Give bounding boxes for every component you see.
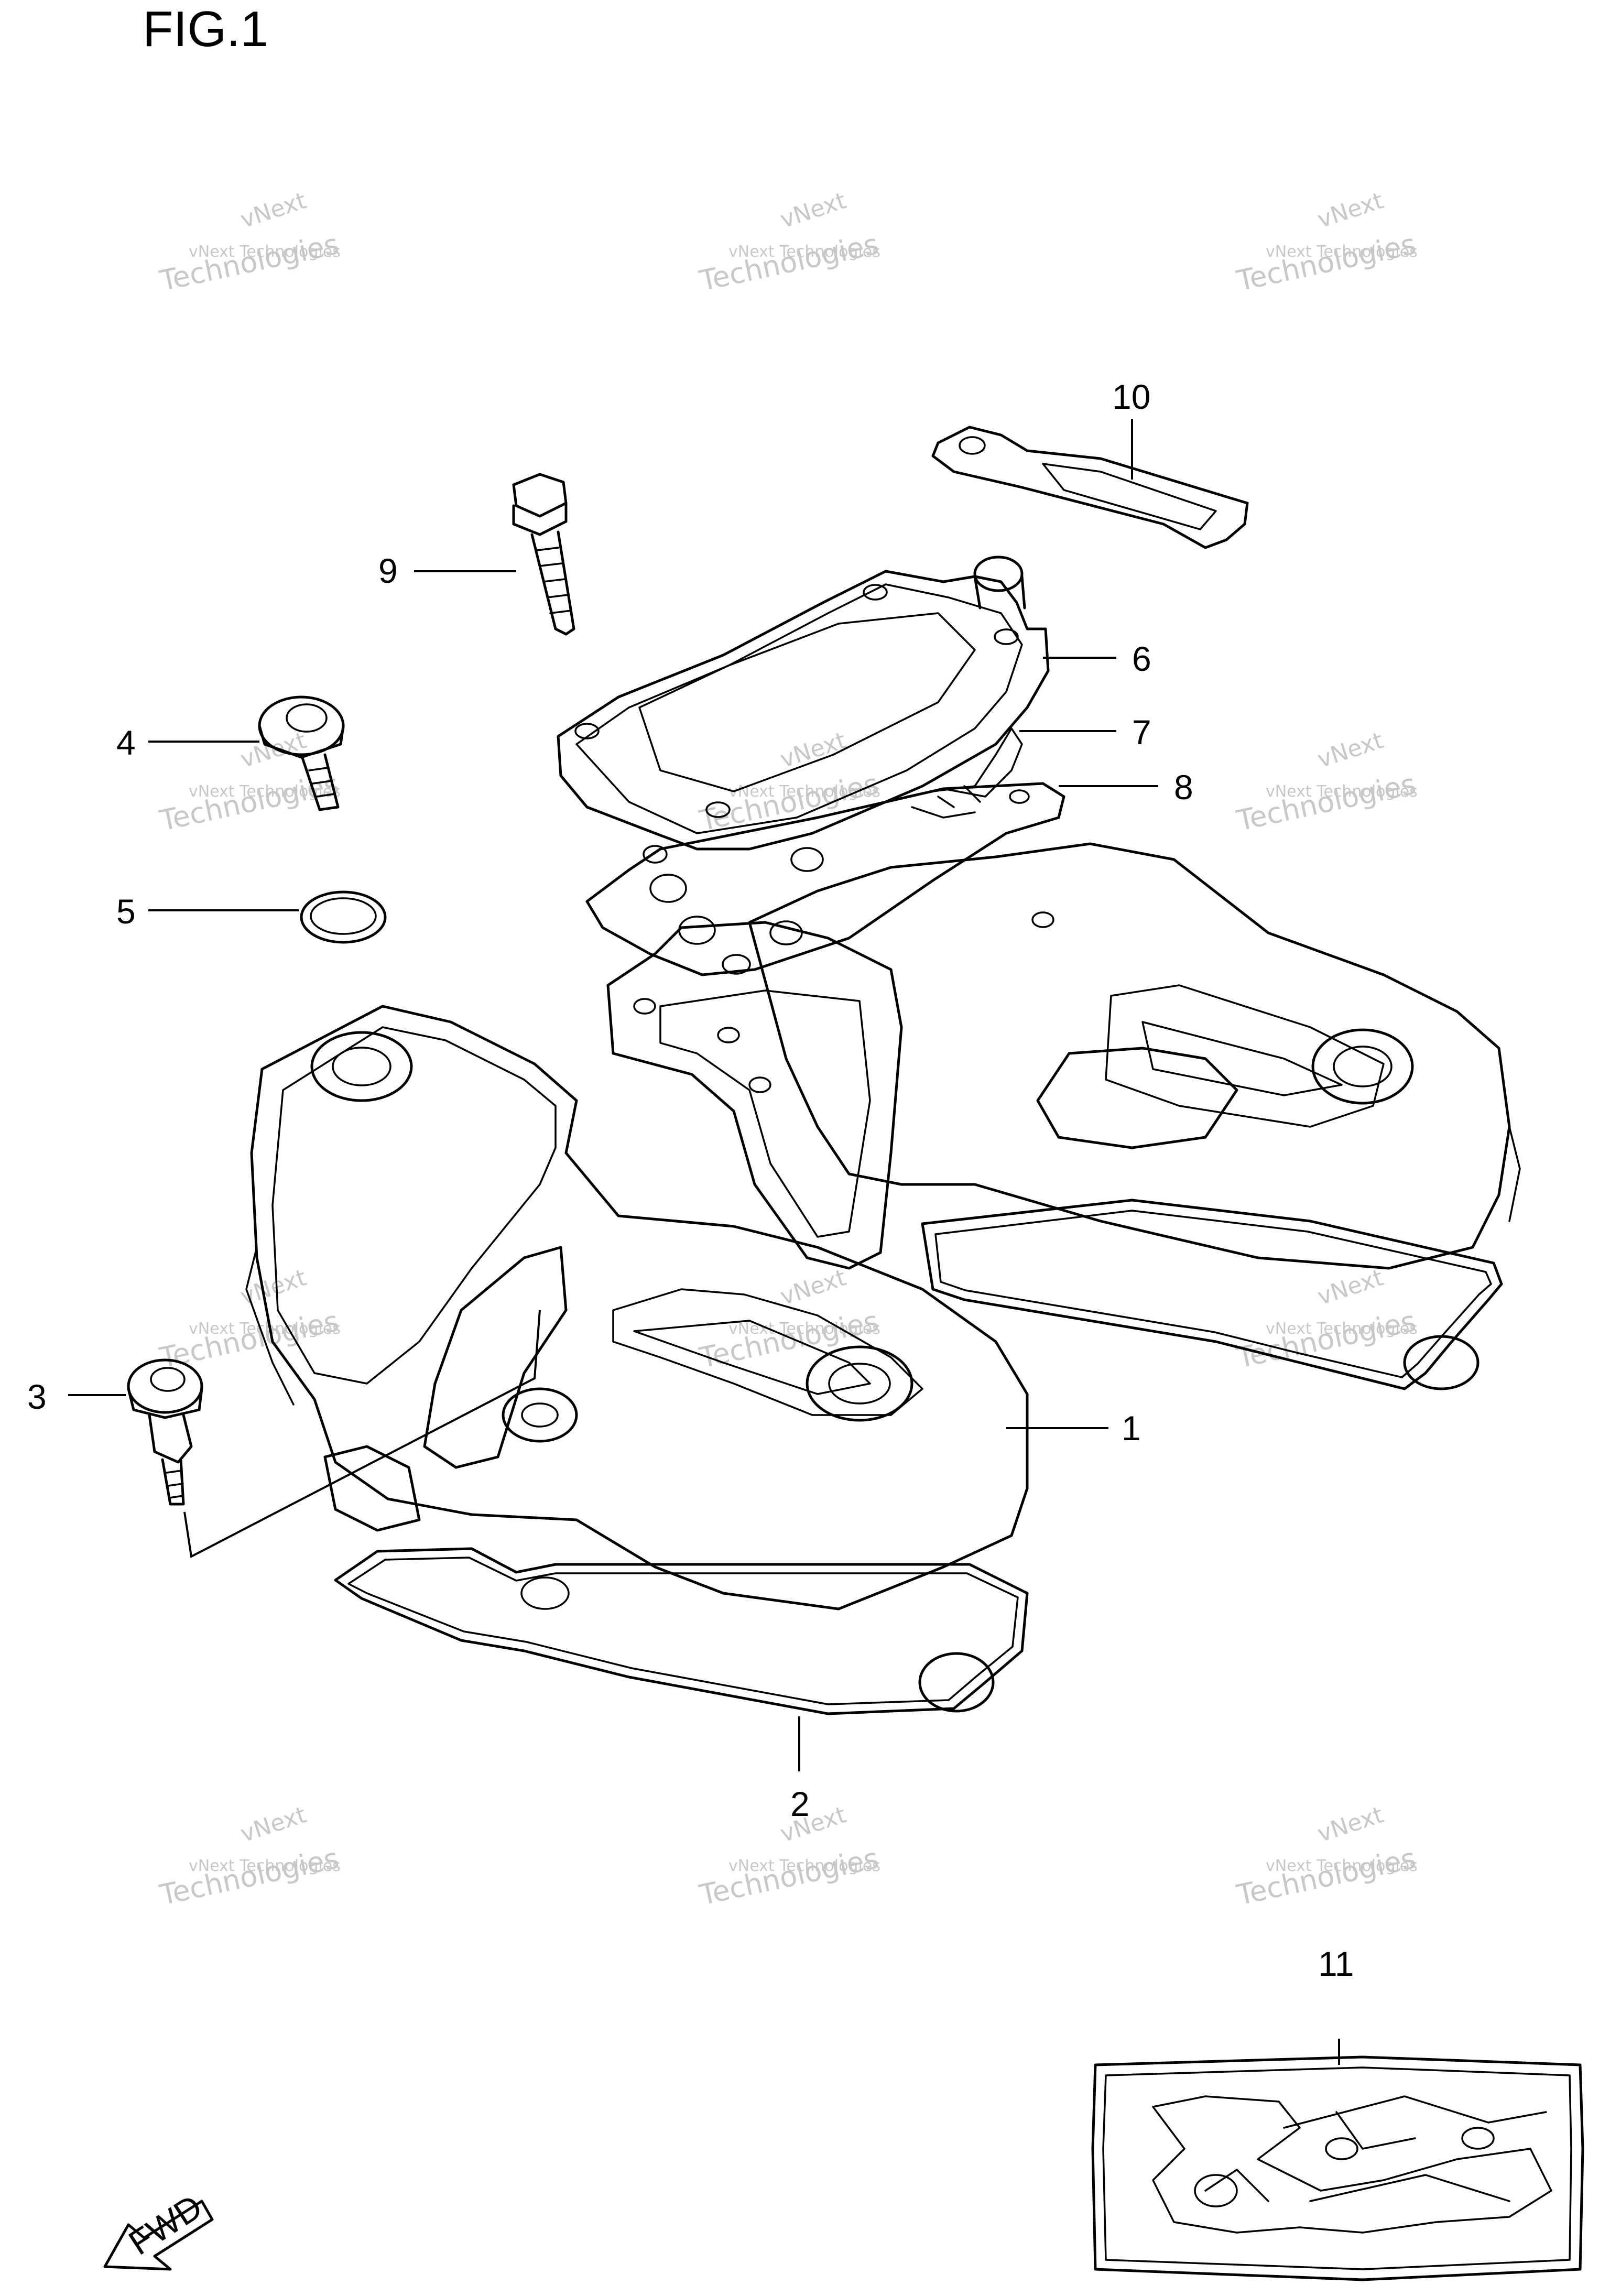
figure-title: FIG.1 xyxy=(143,1,268,57)
watermark-text: vNext xyxy=(1314,187,1387,233)
watermark-text: vNext xyxy=(237,1801,310,1847)
watermark-text: Technologies xyxy=(697,227,882,298)
watermark-text: Technologies xyxy=(157,227,342,298)
watermark-text: vNext Technologies xyxy=(1266,782,1418,801)
watermark-text: vNext Technologies xyxy=(728,1857,880,1875)
watermark-text: vNext xyxy=(1314,727,1387,773)
watermark-text: vNext Technologies xyxy=(189,243,341,261)
watermark-text: vNext xyxy=(1314,1801,1387,1847)
callout-9: 9 xyxy=(378,551,398,590)
watermark-text: vNext xyxy=(237,187,310,233)
part-8-gasket xyxy=(585,782,1065,976)
watermark-text: Technologies xyxy=(1234,1304,1419,1375)
watermark-text: vNext xyxy=(1314,1264,1387,1310)
part-2-gasket xyxy=(334,1199,1503,1715)
fwd-label: FWD xyxy=(122,2187,209,2262)
part-1-cylinder-head-cover xyxy=(245,842,1521,1611)
callout-4: 4 xyxy=(116,723,136,762)
watermark-text: vNext xyxy=(777,727,850,773)
watermark-text: Technologies xyxy=(1234,227,1419,298)
callout-labels: 1 2 3 4 5 6 7 8 9 10 11 xyxy=(27,377,1354,1983)
callout-3: 3 xyxy=(27,1377,47,1416)
watermark-text: Technologies xyxy=(157,1842,342,1912)
part-6-breather-cover xyxy=(557,556,1050,851)
watermark-text: Technologies xyxy=(1234,1842,1419,1912)
watermark-text: Technologies xyxy=(697,1842,882,1912)
part-11-gasket-set xyxy=(1091,2055,1584,2281)
part-4-screw xyxy=(258,695,345,811)
callout-10: 10 xyxy=(1112,377,1150,416)
part-3-screw xyxy=(127,1358,203,1506)
part-10-bracket xyxy=(931,426,1249,549)
watermark-text: Technologies xyxy=(697,767,882,837)
watermark-text: vNext xyxy=(237,1264,310,1310)
callout-5: 5 xyxy=(116,892,136,931)
leader-lines xyxy=(68,419,1340,2065)
watermark-text: vNext Technologies xyxy=(1266,1320,1418,1338)
watermark-text: Technologies xyxy=(157,767,342,837)
watermark-text: vNext Technologies xyxy=(728,243,880,261)
watermark-text: vNext Technologies xyxy=(189,1320,341,1338)
watermark-text: vNext xyxy=(237,727,310,773)
watermark-text: vNext Technologies xyxy=(189,1857,341,1875)
watermark-text: vNext xyxy=(777,1264,850,1310)
watermark-text: Technologies xyxy=(1234,767,1419,837)
callout-6: 6 xyxy=(1132,639,1151,678)
callout-2: 2 xyxy=(790,1784,810,1823)
watermark-text: vNext Technologies xyxy=(1266,1857,1418,1875)
callout-1: 1 xyxy=(1122,1409,1141,1448)
callout-11: 11 xyxy=(1318,1944,1354,1983)
callout-7: 7 xyxy=(1132,713,1151,752)
watermark-text: vNext Technologies xyxy=(1266,243,1418,261)
part-9-bolt xyxy=(512,473,575,636)
part-7-plate xyxy=(906,727,1023,819)
part-5-o-ring xyxy=(300,890,387,944)
fwd-arrow-icon: FWD xyxy=(103,2187,214,2271)
watermark-text: vNext xyxy=(777,1801,850,1847)
watermark-text: vNext xyxy=(777,187,850,233)
callout-8: 8 xyxy=(1174,768,1193,807)
